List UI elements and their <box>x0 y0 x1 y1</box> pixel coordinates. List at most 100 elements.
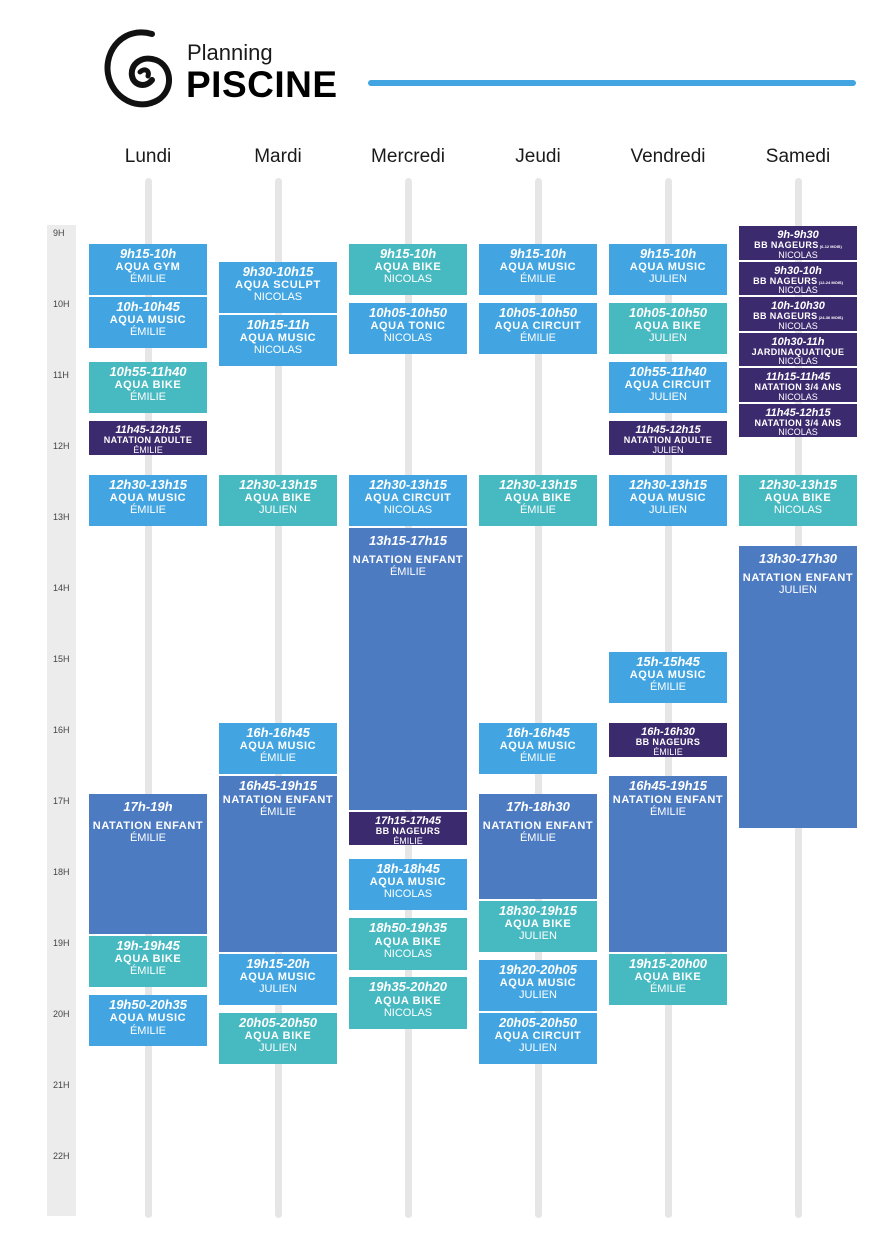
class-instructor: NICOLAS <box>778 391 818 402</box>
class-activity: BB NAGEURS (6-12 MOIS) <box>739 240 857 251</box>
class-activity-name: AQUA MUSIC <box>109 1012 187 1025</box>
class-activity: AQUA BIKE <box>89 379 207 391</box>
class-instructor: JULIEN <box>652 445 684 455</box>
class-activity-name: AQUA BIKE <box>114 953 182 966</box>
class-time: 19h50-20h35 <box>108 997 188 1013</box>
class-time: 12h30-13h15 <box>758 476 838 492</box>
class-activity-name: JARDINAQUATIQUE <box>751 346 845 357</box>
class-activity: AQUA CIRCUIT <box>609 379 727 391</box>
class-activity: NATATION 3/4 ANS <box>739 382 857 393</box>
class-activity: NATATION ENFANT <box>219 794 337 806</box>
class-time: 17h-18h30 <box>506 799 570 814</box>
day-header-jeudi: Jeudi <box>515 146 561 167</box>
header-title-small: Planning <box>187 40 273 65</box>
class-time: 9h-9h30 <box>777 229 819 241</box>
class-instructor: JULIEN <box>519 989 557 1002</box>
class-time: 16h-16h45 <box>506 725 570 740</box>
class-time: 12h30-13h15 <box>238 476 318 492</box>
class-activity: NATATION ENFANT <box>89 820 207 832</box>
class-activity: BB NAGEURS <box>609 737 727 748</box>
day-track <box>274 178 282 1218</box>
class-instructor: ÉMILIE <box>259 805 297 818</box>
class-activity-name: AQUA MUSIC <box>239 740 317 753</box>
class-instructor: NICOLAS <box>383 888 433 901</box>
class-activity: AQUA BIKE <box>219 1030 337 1042</box>
day-header-mardi: Mardi <box>254 146 302 167</box>
class-activity-name: AQUA TONIC <box>370 320 446 333</box>
day-track <box>534 178 542 1218</box>
class-instructor: NICOLAS <box>383 273 433 286</box>
class-activity: AQUA BIKE <box>349 936 467 948</box>
class-time: 9h30-10h15 <box>242 263 314 279</box>
class-activity: AQUA GYM <box>89 261 207 273</box>
class-time: 10h-10h45 <box>116 299 180 314</box>
class-activity-name: BB NAGEURS <box>754 240 819 251</box>
class-activity-name: NATATION ENFANT <box>92 820 204 833</box>
class-instructor: JULIEN <box>519 929 557 942</box>
class-activity-name: NATATION 3/4 ANS <box>754 417 842 428</box>
class-activity: NATATION ENFANT <box>349 554 467 566</box>
class-time: 10h55-11h40 <box>109 364 187 380</box>
class-time: 16h-16h30 <box>641 726 695 738</box>
header-title-big: PISCINE <box>186 64 338 105</box>
hour-label: 21H <box>53 1080 70 1090</box>
class-time: 10h30-11h <box>771 335 825 348</box>
class-instructor: ÉMILIE <box>129 1024 167 1037</box>
class-activity-name: AQUA CIRCUIT <box>494 320 582 333</box>
class-time: 20h05-20h50 <box>238 1014 318 1030</box>
class-time: 19h20-20h05 <box>498 961 578 977</box>
hour-label: 18H <box>53 867 70 877</box>
class-activity: AQUA BIKE <box>349 995 467 1007</box>
class-activity-name: AQUA MUSIC <box>499 740 577 753</box>
day-header-samedi: Samedi <box>765 146 831 167</box>
